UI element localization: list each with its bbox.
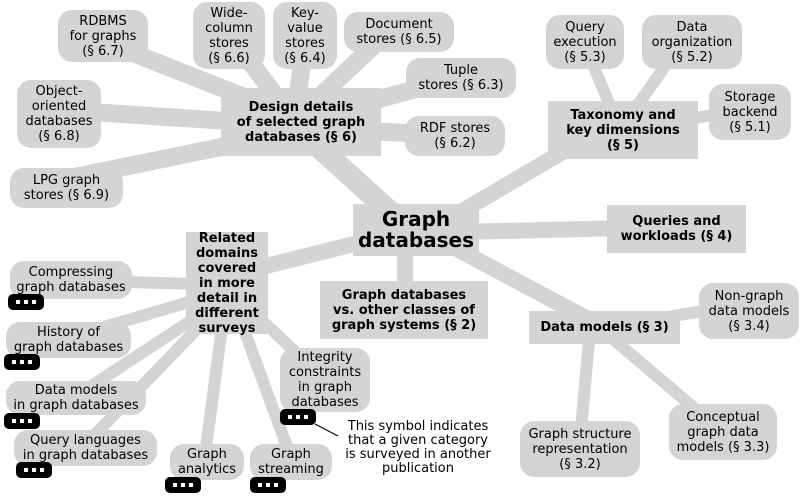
three-dots-icon	[8, 294, 44, 310]
leaf-data-organization: Data organization (§ 5.2)	[642, 15, 742, 69]
leaf-lpg-graph-stores: LPG graph stores (§ 6.9)	[10, 168, 123, 208]
leaf-wide-column-stores: Wide- column stores (§ 6.6)	[193, 2, 265, 69]
leaf-document-stores: Document stores (§ 6.5)	[344, 12, 454, 52]
leaf-conceptual-graph-data-models: Conceptual graph data models (§ 3.3)	[669, 404, 777, 460]
branch-data-models: Data models (§ 3)	[529, 311, 680, 344]
leaf-integrity-constraints: Integrity constraints in graph databases	[280, 348, 370, 412]
branch-vs-other-systems: Graph databases vs. other classes of gra…	[320, 281, 488, 339]
leaf-data-models-in-graph-databases: Data models in graph databases	[6, 381, 146, 415]
three-dots-icon	[16, 462, 52, 478]
leaf-graph-structure-representation: Graph structure representation (§ 3.2)	[520, 421, 640, 477]
leaf-history-of-graph-databases: History of graph databases	[6, 322, 131, 358]
branch-related-domains: Related domains covered in more detail i…	[186, 231, 268, 336]
branch-taxonomy: Taxonomy and key dimensions (§ 5)	[548, 101, 698, 159]
leaf-tuple-stores: Tuple stores (§ 6.3)	[406, 58, 516, 98]
leaf-query-languages-in-graph-databases: Query languages in graph databases	[14, 430, 157, 466]
root-node-graph-databases: Graph databases	[353, 204, 479, 256]
branch-queries-workloads: Queries and workloads (§ 4)	[607, 205, 746, 253]
legend-note: This symbol indicates that a given categ…	[345, 419, 491, 476]
three-dots-icon	[280, 409, 316, 425]
leaf-query-execution: Query execution (§ 5.3)	[546, 15, 624, 69]
leaf-graph-streaming: Graph streaming	[250, 444, 332, 480]
three-dots-icon	[250, 477, 286, 493]
leaf-storage-backend: Storage backend (§ 5.1)	[709, 84, 791, 140]
leaf-key-value-stores: Key- value stores (§ 6.4)	[273, 2, 337, 69]
three-dots-icon	[165, 477, 201, 493]
leaf-compressing-graph-databases: Compressing graph databases	[10, 261, 132, 299]
leaf-object-oriented-databases: Object- oriented databases (§ 6.8)	[17, 80, 101, 148]
three-dots-icon	[4, 354, 40, 370]
branch-design-details: Design details of selected graph databas…	[221, 88, 381, 156]
leaf-rdf-stores: RDF stores (§ 6.2)	[405, 116, 505, 156]
leaf-non-graph-data-models: Non-graph data models (§ 3.4)	[699, 283, 799, 339]
leaf-rdbms-for-graphs: RDBMS for graphs (§ 6.7)	[58, 10, 148, 62]
leaf-graph-analytics: Graph analytics	[170, 444, 244, 480]
three-dots-icon	[4, 413, 40, 429]
